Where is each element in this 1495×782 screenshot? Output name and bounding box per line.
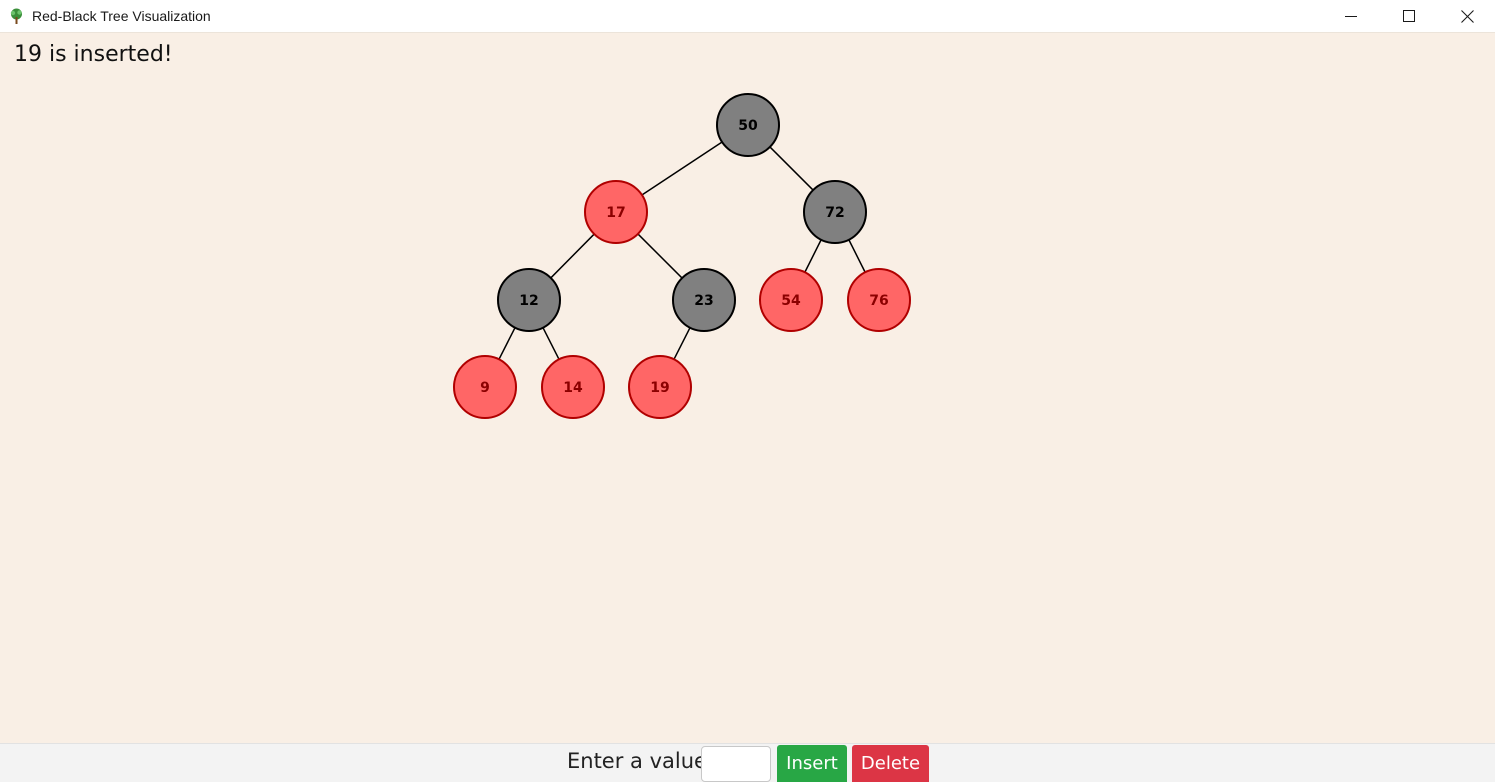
insert-button[interactable]: Insert (777, 745, 847, 782)
tree-edge (637, 233, 683, 279)
minimize-button[interactable] (1322, 0, 1380, 32)
tree-node-23: 23 (672, 268, 736, 332)
tree-node-54: 54 (759, 268, 823, 332)
enter-value-label: Enter a value (567, 749, 707, 773)
tree-edge (673, 327, 691, 360)
maximize-icon (1403, 10, 1415, 22)
tree-node-17: 17 (584, 180, 648, 244)
tree-node-12: 12 (497, 268, 561, 332)
window-title: Red-Black Tree Visualization (32, 8, 211, 24)
tree-edge (848, 239, 866, 273)
tree-icon (10, 8, 22, 24)
black-node-circle (716, 93, 780, 157)
tree-node-50: 50 (716, 93, 780, 157)
tree-edge (542, 327, 560, 360)
close-button[interactable] (1438, 0, 1495, 32)
tree-node-76: 76 (847, 268, 911, 332)
node-value: 23 (694, 293, 713, 309)
red-node-circle (847, 268, 911, 332)
tree-edge (641, 141, 723, 196)
delete-button[interactable]: Delete (852, 745, 929, 782)
tree-node-9: 9 (453, 355, 517, 419)
title-bar: Red-Black Tree Visualization (0, 0, 1495, 33)
tree-edge (498, 327, 516, 360)
black-node-circle (672, 268, 736, 332)
maximize-button[interactable] (1380, 0, 1438, 32)
tree-node-72: 72 (803, 180, 867, 244)
node-value: 12 (519, 293, 538, 309)
red-node-circle (541, 355, 605, 419)
red-node-circle (453, 355, 517, 419)
black-node-circle (497, 268, 561, 332)
node-value: 54 (781, 293, 801, 309)
node-value: 72 (825, 205, 844, 221)
minimize-icon (1345, 16, 1357, 17)
node-value: 50 (738, 118, 758, 134)
tree-node-19: 19 (628, 355, 692, 419)
node-value: 17 (606, 205, 625, 221)
node-value: 9 (480, 380, 490, 396)
tree-edge (804, 239, 822, 273)
close-icon (1460, 9, 1474, 23)
red-node-circle (584, 180, 648, 244)
tree-canvas: 50 17 72 12 23 54 76 9 14 19 (453, 93, 911, 419)
node-value: 76 (869, 293, 888, 309)
node-value: 19 (650, 380, 669, 396)
black-node-circle (803, 180, 867, 244)
status-message: 19 is inserted! (14, 42, 173, 67)
tree-node-14: 14 (541, 355, 605, 419)
tree-edge (550, 233, 595, 279)
red-node-circle (628, 355, 692, 419)
tree-edge (769, 146, 814, 191)
value-input[interactable] (701, 746, 771, 782)
node-value: 14 (563, 380, 583, 396)
red-node-circle (759, 268, 823, 332)
